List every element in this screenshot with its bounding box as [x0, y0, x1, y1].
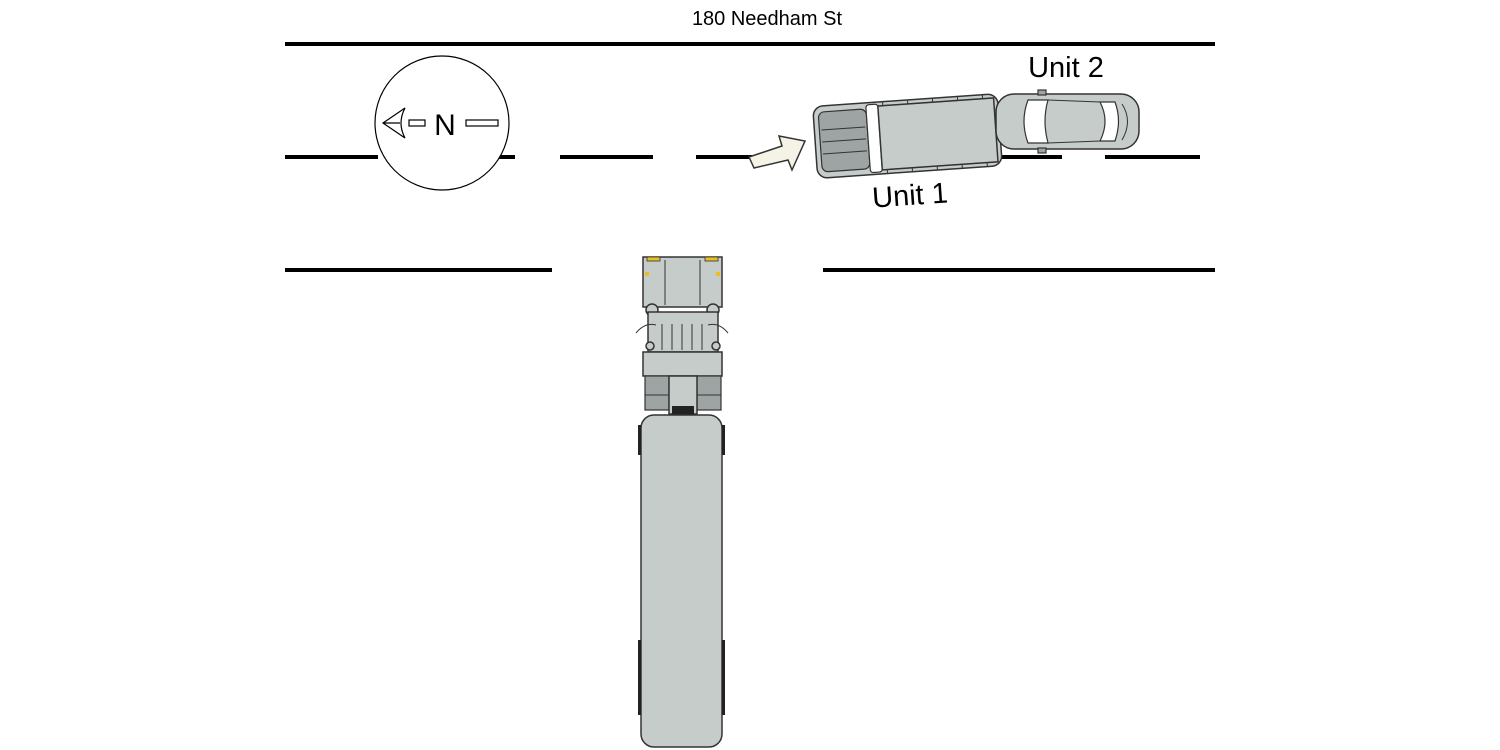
compass-north-label: N	[434, 109, 456, 142]
north-arrow-compass: N	[374, 55, 510, 191]
north-arrow-icon	[381, 107, 406, 139]
unit-1-pickup-truck	[812, 93, 1003, 179]
unit-2-sedan	[995, 89, 1140, 154]
unit-1-label: Unit 1	[871, 177, 949, 214]
tractor-trailer	[635, 256, 729, 748]
truck-cab	[647, 311, 719, 353]
truck-cab-hood	[642, 256, 723, 308]
truck-sleeper	[642, 351, 723, 377]
truck-trailer	[640, 414, 723, 748]
unit-2-label: Unit 2	[1028, 52, 1104, 84]
street-name-label: 180 Needham St	[692, 8, 843, 30]
direction-arrow-icon	[747, 135, 807, 172]
